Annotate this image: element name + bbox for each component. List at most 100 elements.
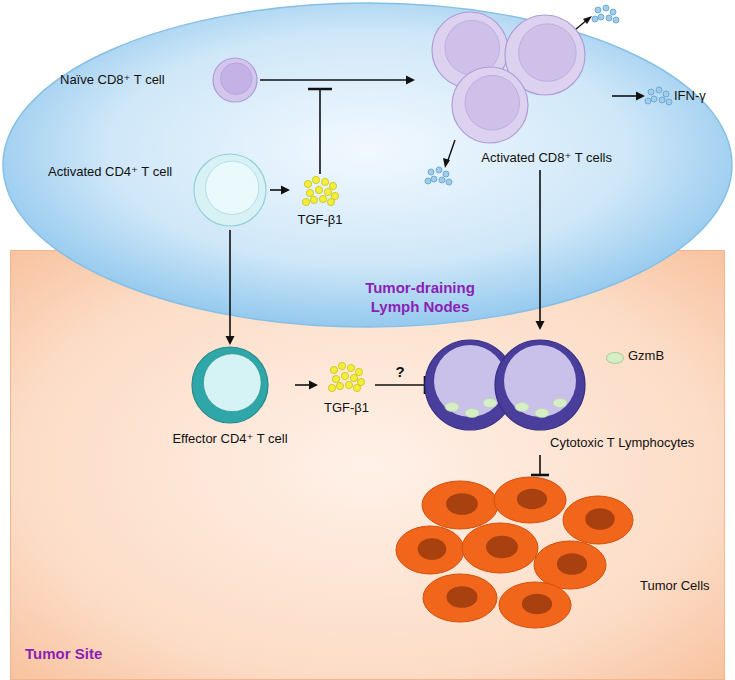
cell-membrane bbox=[452, 67, 528, 143]
node-shape bbox=[415, 8, 612, 170]
tumor-cell bbox=[534, 541, 606, 589]
tumor-cell bbox=[462, 523, 538, 573]
cytokine-dot bbox=[659, 97, 665, 103]
connector-line bbox=[539, 170, 541, 321]
cytokine-dot bbox=[306, 189, 313, 196]
cell-nucleus bbox=[220, 63, 252, 95]
connector-line bbox=[229, 230, 231, 336]
cell-node: TGF-β1 bbox=[290, 172, 350, 244]
cell-label: Tumor Cells bbox=[640, 578, 710, 594]
granule bbox=[553, 399, 567, 408]
legend-text: GzmB bbox=[628, 348, 664, 364]
tumor-cell bbox=[422, 481, 498, 529]
cytokine-dot bbox=[327, 198, 334, 205]
tumor-nucleus bbox=[446, 586, 477, 608]
cytokine-dot bbox=[648, 89, 654, 95]
cell-membrane bbox=[192, 347, 268, 423]
node-shape bbox=[10, 250, 725, 680]
region: Tumor Site Effector CD4⁺ T cellTGF-β1 Cyto… bbox=[10, 250, 725, 680]
cell-node: IFN-γ bbox=[645, 82, 722, 110]
cell-node: Cytotoxic T Lymphocytes bbox=[425, 330, 722, 455]
cytokine-dot bbox=[598, 14, 604, 20]
tumor-cell bbox=[499, 582, 571, 628]
cytokine-dot bbox=[350, 374, 357, 381]
cell-symbol bbox=[495, 340, 585, 430]
inhibition-bar bbox=[308, 88, 332, 91]
cytokine-dot bbox=[592, 16, 598, 22]
cell-nucleus bbox=[203, 354, 261, 412]
region-label: Tumor Site bbox=[25, 645, 102, 664]
tumor-nucleus bbox=[557, 553, 587, 575]
cytokine-dot bbox=[610, 9, 616, 15]
granule bbox=[445, 403, 459, 412]
arrowhead bbox=[583, 16, 592, 24]
tumor-nucleus bbox=[517, 489, 547, 510]
cytokine-dot bbox=[613, 17, 619, 23]
region: Tumor-draining Lymph NodesNaïve CD8⁺ T c… bbox=[0, 0, 735, 330]
cytokine-dot bbox=[436, 167, 442, 173]
cytokine-dot bbox=[656, 87, 662, 93]
tumor-nucleus bbox=[522, 594, 552, 615]
tumor-cell bbox=[396, 526, 464, 574]
node-shape bbox=[390, 475, 722, 655]
tumor-nucleus bbox=[486, 536, 518, 559]
cytokine-dot bbox=[310, 196, 317, 203]
cytokine-dot bbox=[338, 362, 345, 369]
connector-line bbox=[260, 79, 406, 81]
cytokine-dot bbox=[345, 381, 352, 388]
cytokine-dot bbox=[645, 98, 651, 104]
cytokine-dot bbox=[651, 96, 657, 102]
connector-line bbox=[539, 455, 541, 475]
tumor-cell bbox=[423, 574, 497, 622]
connector-line bbox=[295, 384, 309, 386]
cytokine-dot bbox=[304, 180, 311, 187]
cell-label: Activated CD4⁺ T cell bbox=[48, 164, 172, 180]
granule bbox=[515, 403, 529, 412]
tumor-nucleus bbox=[418, 538, 447, 560]
cytokine-dot bbox=[663, 91, 669, 97]
granule bbox=[535, 409, 549, 418]
cell-node: Activated CD4⁺ T cell bbox=[45, 142, 270, 230]
cytokine-dot bbox=[595, 7, 601, 13]
tumor-cell bbox=[494, 477, 566, 523]
cytokine-dot bbox=[324, 188, 331, 195]
cytokine-dot bbox=[439, 177, 445, 183]
cytokine-dot bbox=[425, 178, 431, 184]
granule bbox=[483, 399, 497, 408]
lymph-node-outline bbox=[3, 3, 732, 327]
cell-nucleus bbox=[504, 345, 576, 417]
cytokine-dot bbox=[330, 366, 337, 373]
cytokine-dot bbox=[312, 176, 319, 183]
node-shape bbox=[45, 142, 270, 230]
cell-symbol bbox=[194, 154, 266, 226]
cytokine-dot bbox=[347, 364, 354, 371]
connector-line bbox=[270, 189, 281, 191]
cell-node: Effector CD4⁺ T cell bbox=[165, 345, 295, 455]
node-shape bbox=[290, 172, 350, 244]
cell-label: TGF-β1 bbox=[318, 400, 375, 416]
cytokine-dot bbox=[443, 171, 449, 177]
cytokine-dot bbox=[321, 178, 328, 185]
cell-node: Tumor Cells bbox=[390, 475, 722, 655]
cell-symbol bbox=[213, 58, 257, 102]
tumor-site-outline bbox=[11, 251, 725, 680]
cytokine-dot bbox=[606, 15, 612, 21]
cell-label: TGF-β1 bbox=[290, 212, 350, 228]
cell-nucleus bbox=[465, 75, 520, 130]
inhibition-line bbox=[319, 89, 321, 174]
connector-line bbox=[612, 95, 636, 97]
cytokine-dot bbox=[355, 368, 362, 375]
cell-membrane bbox=[495, 340, 585, 430]
cell-label: IFN-γ bbox=[674, 88, 706, 104]
cell-nucleus bbox=[206, 161, 259, 214]
cell-node: Activated CD8⁺ T cells bbox=[415, 8, 612, 170]
cytokine-dot bbox=[332, 375, 339, 382]
granule bbox=[465, 409, 479, 418]
cell-nucleus bbox=[519, 24, 577, 82]
cytokine-dot bbox=[302, 198, 309, 205]
tumor-cell bbox=[563, 496, 633, 544]
cell-symbol bbox=[452, 67, 528, 143]
